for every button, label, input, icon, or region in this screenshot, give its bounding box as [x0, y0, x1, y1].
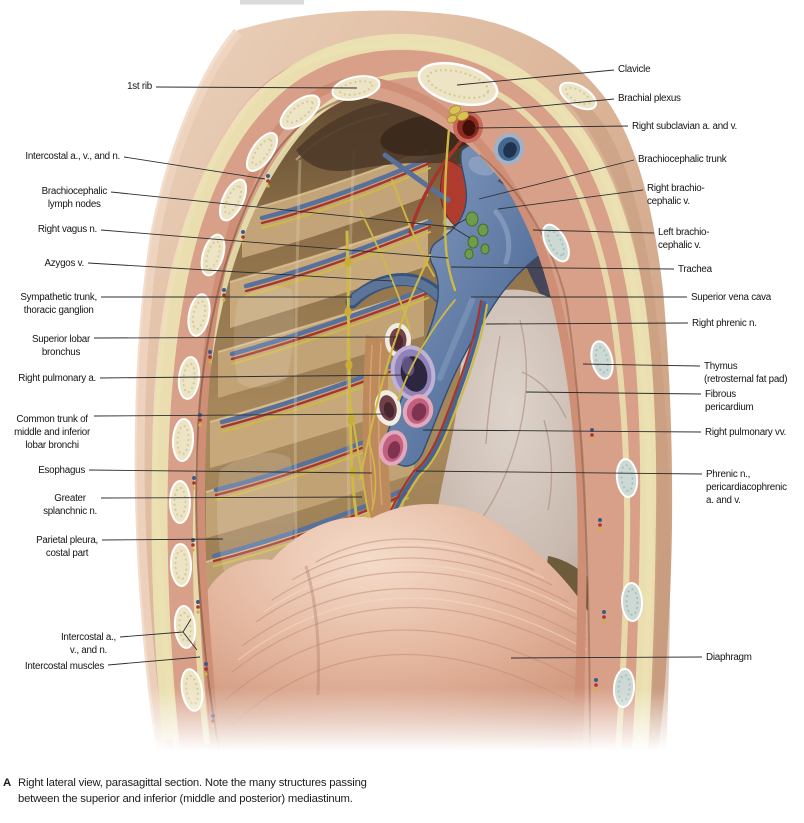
clavicle-cross-section	[417, 61, 499, 107]
bottom-mask	[120, 758, 700, 823]
brachial-plexus-cords	[446, 105, 470, 124]
subclavian-vein-cut	[493, 133, 525, 165]
rib-cross-sections	[169, 75, 644, 712]
caption-text: Right lateral view, parasagittal section…	[18, 777, 367, 805]
caption-marker: A	[3, 777, 11, 789]
lymph-nodes	[464, 211, 490, 260]
chest-wall	[151, 33, 657, 758]
sympathetic-ganglia	[344, 257, 357, 477]
pericardial-vessels	[481, 319, 567, 519]
bottom-fade	[120, 688, 700, 762]
pulmonary-vein-cuts	[378, 394, 434, 466]
phrenic-bundle	[385, 299, 488, 524]
figure-caption: A Right lateral view, parasagittal secti…	[3, 776, 375, 807]
top-crop-bar	[240, 0, 304, 5]
leader-lines	[87, 69, 703, 666]
esophagus-tube	[362, 335, 391, 524]
